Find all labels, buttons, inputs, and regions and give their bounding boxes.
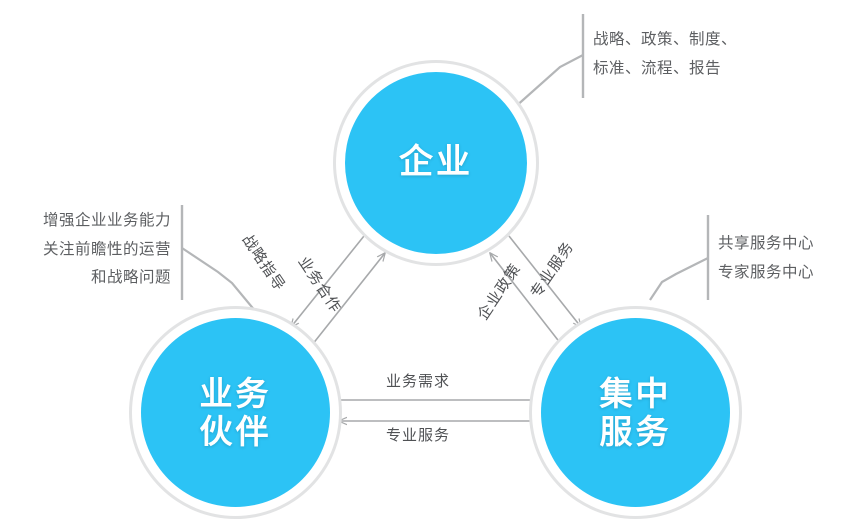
node-centralized-services-label-line-2: 服务 <box>599 412 672 450</box>
node-enterprise[interactable]: 企业 <box>345 72 527 254</box>
annotation-enterprise-line-2: 标准、流程、报告 <box>593 59 722 77</box>
annotation-enterprise: 战略、政策、制度、 标准、流程、报告 <box>593 26 737 83</box>
node-business-partner[interactable]: 业务 伙伴 <box>141 318 330 507</box>
arrow-business-coop <box>311 253 385 346</box>
arrow-strategy-guidance <box>291 235 365 327</box>
node-business-partner-label-line-2: 伙伴 <box>199 412 272 450</box>
edge-label-business-demand: 业务需求 <box>386 373 451 390</box>
leader-line-enterprise <box>513 14 585 109</box>
node-enterprise-label-line-1: 企业 <box>399 143 473 182</box>
annotation-centralized-services-line-1: 共享服务中心 <box>718 235 815 252</box>
annotation-business-partner-line-2: 关注前瞻性的运营 <box>42 240 171 258</box>
annotation-business-partner: 增强企业业务能力 关注前瞻性的运营 和战略问题 <box>31 207 171 293</box>
annotation-centralized-services: 共享服务中心 专家服务中心 <box>718 230 814 287</box>
leader-line-services <box>649 215 710 301</box>
node-centralized-services-label-line-1: 集中 <box>599 374 672 412</box>
annotation-enterprise-line-1: 战略、政策、制度、 <box>593 31 738 48</box>
node-business-partner-label-line-1: 业务 <box>199 374 272 412</box>
leader-line-partner <box>180 205 272 331</box>
node-centralized-services[interactable]: 集中 服务 <box>541 318 730 507</box>
annotation-business-partner-line-1: 增强企业业务能力 <box>42 212 171 229</box>
annotation-centralized-services-line-2: 专家服务中心 <box>718 263 815 281</box>
arrow-enterprise-policy <box>508 235 581 327</box>
arrow-professional-service-d <box>490 253 562 345</box>
edge-label-professional-service-horizontal: 专业服务 <box>386 427 451 444</box>
annotation-business-partner-line-3: 和战略问题 <box>90 269 171 287</box>
